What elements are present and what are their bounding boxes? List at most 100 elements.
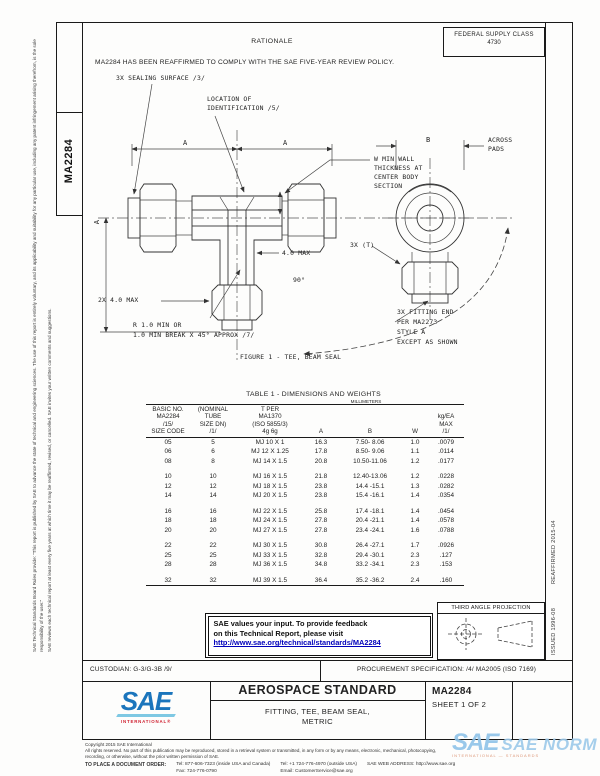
sheet-number: SHEET 1 OF 2	[432, 700, 487, 709]
table-cell: 25	[164, 551, 172, 559]
table-cell: MJ 18 X 1.5	[252, 482, 288, 490]
custodian-text: CUSTODIAN: G-3/G-3B /9/	[90, 666, 172, 673]
table-cell: 32	[209, 576, 217, 584]
table-cell: MJ 12 X 1.25	[251, 448, 289, 456]
title-block-center: AEROSPACE STANDARD FITTING, TEE, BEAM SE…	[210, 681, 425, 740]
table-cell: 16.3	[314, 438, 328, 446]
table-cell: .0228	[438, 473, 454, 481]
order-tel2: Tel: +1 724-776-4970 (outside USA)	[280, 761, 358, 767]
table-cell: 1.6	[410, 526, 420, 534]
table-cell: .0177	[438, 457, 454, 465]
table-cell: 1.7	[410, 542, 420, 550]
table-cell: 28	[164, 561, 172, 569]
table-cell: 1.3	[410, 482, 420, 490]
table-cell: 32.8	[314, 551, 328, 559]
table-cell: 14	[164, 492, 172, 500]
table-cell: 36.4	[314, 576, 328, 584]
table-cell: MJ 20 X 1.5	[252, 492, 288, 500]
table-cell: 14	[209, 492, 217, 500]
footer-fine-print: Copyright 2015 SAE International All rig…	[85, 742, 577, 776]
table-cell: 8	[211, 457, 215, 465]
sae-logo: SAE INTERNATIONAL®	[82, 682, 210, 724]
table-cell: 35.2 -36.2	[355, 576, 385, 584]
callout-fitting-end-line3: STYLE A	[397, 328, 426, 336]
table-cell: 1.2	[410, 473, 420, 481]
table-cell: .0354	[438, 492, 454, 500]
dimensions-table: BASIC NO. MA2284 /15/ SIZE CODE (NOMINAL…	[146, 404, 464, 587]
dim-a-vertical: A	[93, 219, 102, 225]
table-cell: 1.0	[410, 438, 420, 446]
rights-line2: recording, or otherwise, without the pri…	[85, 754, 220, 760]
table-cell: 14.4 -15.1	[355, 482, 385, 490]
order-tel1: Tel: 877-606-7323 (inside USA and Canada…	[176, 761, 271, 767]
table-cell: 23.4 -24.1	[355, 526, 385, 534]
table-cell: .0079	[438, 438, 454, 446]
col-header-tube-size: (NOMINAL TUBE SIZE DN) /1/	[190, 404, 236, 438]
table-cell: 23.8	[314, 492, 328, 500]
label-across-pads-line1: ACROSS	[488, 136, 513, 144]
feedback-box-inner: SAE values your input. To provide feedba…	[207, 615, 431, 656]
table-cell: 15.4 -16.1	[355, 492, 385, 500]
table-cell: 28	[209, 561, 217, 569]
table-cell: .0282	[438, 482, 454, 490]
sidebar-empty-box	[56, 22, 83, 113]
feedback-link[interactable]: http://www.sae.org/technical/standards/M…	[213, 638, 381, 648]
callout-radius-line1: R 1.0 MIN OR	[133, 321, 182, 329]
procurement-text: PROCUREMENT SPECIFICATION: /4/ MA2005 (I…	[356, 666, 537, 673]
table-header-row: BASIC NO. MA2284 /15/ SIZE CODE (NOMINAL…	[146, 404, 464, 438]
feedback-line1: SAE values your input. To provide feedba…	[213, 619, 368, 628]
table-cell: 1.1	[410, 448, 420, 456]
title-block-number-cell: MA2284 SHEET 1 OF 2	[425, 681, 512, 740]
feedback-box: SAE values your input. To provide feedba…	[205, 613, 433, 658]
table-cell: MJ 16 X 1.5	[252, 473, 288, 481]
table-cell: 18	[164, 517, 172, 525]
table-cell: 25.8	[314, 507, 328, 515]
table-cell: 05	[164, 438, 172, 446]
table-cell: 10.50-11.06	[353, 457, 387, 465]
table-cell: 25	[209, 551, 217, 559]
table-cell: .0926	[438, 542, 454, 550]
table-cell: 22	[209, 542, 217, 550]
third-angle-projection-icon	[448, 618, 533, 650]
col-header-w: W	[402, 404, 428, 438]
sae-logo-text: SAE	[120, 686, 172, 716]
dim-a-right: A	[283, 139, 288, 147]
callout-3x-t: 3X (T)	[350, 241, 375, 249]
table-cell: 30.8	[314, 542, 328, 550]
callout-2x-4-0-max: 2X 4.0 MAX	[98, 296, 139, 304]
table-cell: 21.8	[314, 473, 328, 481]
projection-box: THIRD ANGLE PROJECTION	[437, 602, 545, 660]
margin-disclaimer: SAE Technical Standards Board Rules prov…	[31, 34, 54, 652]
table-cell: 23.8	[314, 482, 328, 490]
table-units-label: MILLIMETERS	[330, 399, 402, 404]
table-cell: 22	[164, 542, 172, 550]
table-cell: 17.8	[314, 448, 328, 456]
table-cell: 34.8	[314, 561, 328, 569]
col-header-size-code: BASIC NO. MA2284 /15/ SIZE CODE	[146, 404, 190, 438]
table-cell: 20	[164, 526, 172, 534]
table-cell: 2.3	[410, 551, 420, 559]
dim-b: B	[426, 136, 431, 144]
callout-wall-line3: CENTER BODY	[374, 173, 419, 181]
table-cell: .160	[439, 576, 453, 584]
table-cell: 5	[211, 438, 215, 446]
right-strip-divider	[545, 22, 546, 660]
order-email: Email: CustomerService@sae.org	[280, 769, 353, 775]
table-cell: 06	[164, 448, 172, 456]
table-cell: 16	[209, 507, 217, 515]
callout-wall-line4: SECTION	[374, 182, 403, 190]
document-type-title: AEROSPACE STANDARD	[210, 681, 425, 701]
projection-label: THIRD ANGLE PROJECTION	[438, 603, 544, 614]
callout-location-id-line2: IDENTIFICATION /5/	[207, 104, 280, 112]
table-cell: 12	[209, 482, 217, 490]
rationale-text: MA2284 HAS BEEN REAFFIRMED TO COMPLY WIT…	[95, 59, 395, 66]
